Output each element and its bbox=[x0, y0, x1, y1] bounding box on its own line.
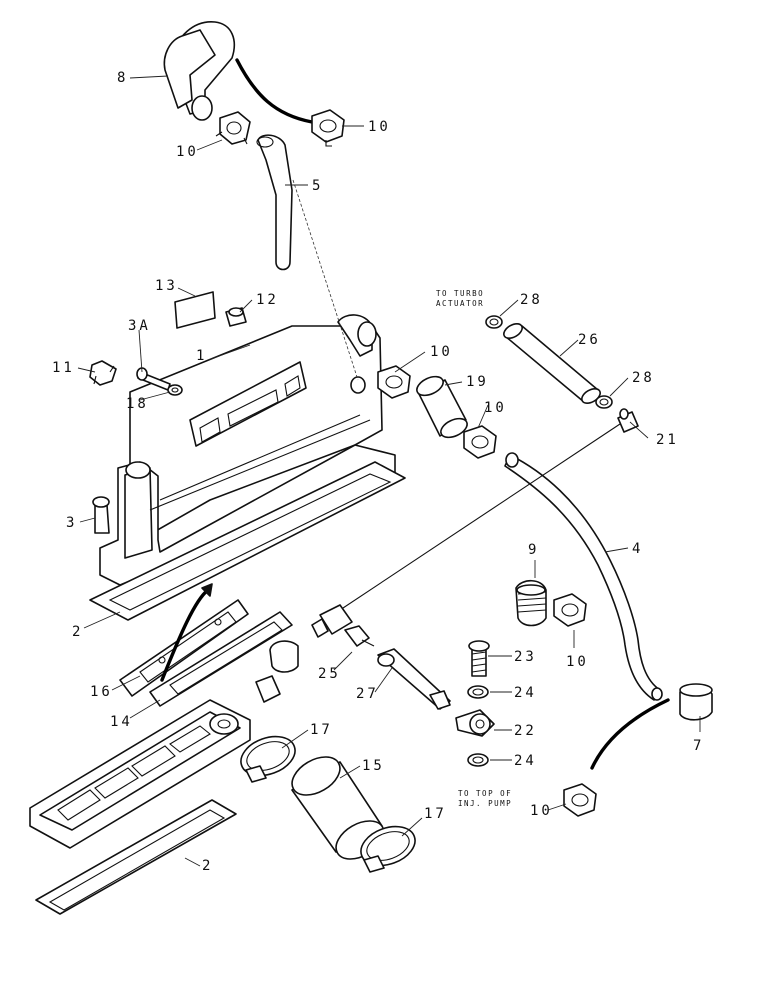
bolt-3 bbox=[92, 496, 110, 534]
tube-26 bbox=[503, 322, 601, 405]
fitting-21 bbox=[617, 408, 639, 433]
gasket-16 bbox=[119, 599, 249, 697]
callout-17-lower: 17 bbox=[424, 806, 447, 822]
clamp-10-right bbox=[553, 593, 587, 627]
callout-21: 21 bbox=[656, 432, 679, 448]
bolt-23 bbox=[468, 640, 490, 677]
callout-28-lower: 28 bbox=[632, 370, 655, 386]
fitting-27 bbox=[377, 648, 451, 710]
callout-10-top-left: 10 bbox=[176, 144, 199, 160]
callout-3: 3 bbox=[66, 515, 77, 531]
hose-routing-curve-bottom bbox=[590, 698, 670, 770]
tube-4 bbox=[504, 452, 663, 701]
clamp-28-upper bbox=[485, 315, 503, 329]
decal-13 bbox=[174, 291, 216, 329]
tube-5 bbox=[256, 134, 293, 271]
clamp-17-upper bbox=[240, 735, 296, 783]
leader-dash-elbow bbox=[292, 179, 359, 381]
note-pump-line2: INJ. PUMP bbox=[458, 799, 512, 808]
callout-5: 5 bbox=[312, 178, 323, 194]
hose-7 bbox=[679, 683, 713, 721]
washer-24-upper bbox=[467, 685, 489, 699]
elbow-fitting bbox=[337, 314, 377, 394]
callout-13: 13 bbox=[155, 278, 178, 294]
fitting-9 bbox=[515, 579, 547, 627]
callout-23: 23 bbox=[514, 649, 537, 665]
callout-10-mid-b: 10 bbox=[484, 400, 507, 416]
note-turbo-line2: ACTUATOR bbox=[436, 299, 484, 308]
gasket-2-upper bbox=[89, 461, 406, 621]
manifold-plate bbox=[29, 699, 251, 849]
callout-7: 7 bbox=[693, 738, 704, 754]
bellows-part bbox=[255, 640, 299, 703]
clamp-10-bottom bbox=[563, 783, 597, 817]
callout-14: 14 bbox=[110, 714, 133, 730]
note-turbo-line1: TO TURBO bbox=[436, 289, 484, 298]
clamp-10-mid-a bbox=[377, 365, 411, 399]
leader-lines bbox=[77, 75, 701, 867]
callout-labels: 8 10 10 5 13 12 3A 1 11 18 10 19 10 28 2… bbox=[52, 70, 704, 874]
callout-16: 16 bbox=[90, 684, 113, 700]
plug-12 bbox=[225, 307, 247, 327]
routing-arrowhead bbox=[201, 583, 213, 597]
fitting-25 bbox=[311, 604, 375, 647]
callout-1: 1 bbox=[196, 348, 207, 364]
callout-15: 15 bbox=[362, 758, 385, 774]
routing-arrow-line bbox=[160, 588, 210, 682]
callout-25: 25 bbox=[318, 666, 341, 682]
clamp-17-lower bbox=[360, 825, 416, 873]
hose-8 bbox=[163, 21, 236, 121]
clamp-28-lower bbox=[595, 395, 613, 409]
washer-24-lower bbox=[467, 753, 489, 767]
banjo-22 bbox=[455, 709, 495, 737]
hose-routing-curve-top bbox=[235, 58, 314, 124]
washer-18 bbox=[167, 384, 183, 396]
callout-9: 9 bbox=[528, 542, 539, 558]
callout-10-bottom: 10 bbox=[530, 803, 553, 819]
callout-8: 8 bbox=[117, 70, 128, 86]
intake-housing-1 bbox=[99, 325, 396, 586]
gasket-2-lower bbox=[35, 799, 237, 915]
note-pump-line1: TO TOP OF bbox=[458, 789, 512, 798]
callout-3a: 3A bbox=[128, 318, 151, 334]
fitting-11 bbox=[89, 360, 117, 386]
callout-27: 27 bbox=[356, 686, 379, 702]
hose-19 bbox=[416, 375, 468, 439]
line-21-to-25 bbox=[339, 423, 621, 611]
clamp-10-top-right bbox=[311, 109, 345, 147]
callout-10-top-right: 10 bbox=[368, 119, 391, 135]
callout-22: 22 bbox=[514, 723, 537, 739]
callout-4: 4 bbox=[632, 541, 643, 557]
callout-10-mid-a: 10 bbox=[430, 344, 453, 360]
clamp-10-top-left bbox=[215, 111, 251, 145]
callout-18: 18 bbox=[126, 396, 149, 412]
clamp-10-mid-b bbox=[463, 425, 497, 459]
gasket-14 bbox=[149, 611, 293, 707]
callout-11: 11 bbox=[52, 360, 75, 376]
callout-24-lower: 24 bbox=[514, 753, 537, 769]
callout-17-upper: 17 bbox=[310, 722, 333, 738]
callout-26: 26 bbox=[578, 332, 601, 348]
callout-2-lower: 2 bbox=[202, 858, 213, 874]
callout-12: 12 bbox=[256, 292, 279, 308]
callout-2-upper: 2 bbox=[72, 624, 83, 640]
callout-19: 19 bbox=[466, 374, 489, 390]
callout-28-upper: 28 bbox=[520, 292, 543, 308]
callout-10-right: 10 bbox=[566, 654, 589, 670]
callout-24-upper: 24 bbox=[514, 685, 537, 701]
